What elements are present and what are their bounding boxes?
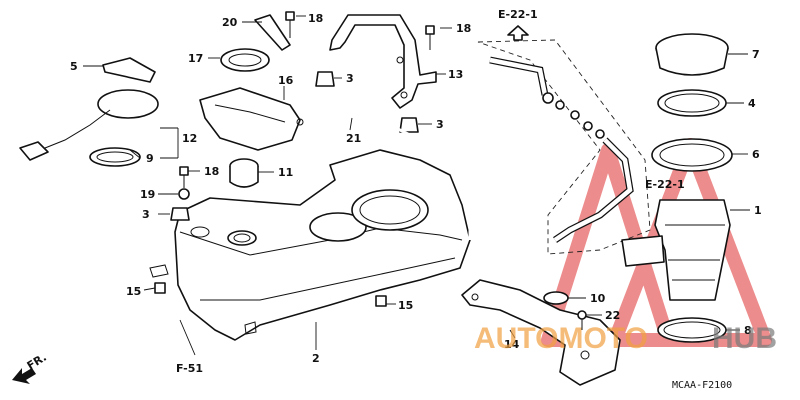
callout-12: 12	[182, 132, 197, 145]
reference-mid[interactable]: E-22-1	[645, 178, 685, 191]
callout-9: 9	[146, 152, 154, 165]
callout-20: 20	[222, 16, 238, 29]
callout-4: 4	[748, 97, 756, 110]
reference-top[interactable]: E-22-1	[498, 8, 538, 21]
fuel-hose	[489, 56, 634, 243]
reference-left[interactable]: F-51	[176, 362, 203, 375]
callout-14: 14	[504, 338, 520, 351]
leader-lines	[83, 15, 750, 356]
callout-16: 16	[278, 74, 294, 87]
diagram-code: MCAA-F2100	[672, 380, 732, 391]
pump-cover	[199, 87, 304, 151]
callout-18: 18	[308, 12, 323, 25]
callout-13: 13	[448, 68, 463, 81]
fuel-pump-assembly	[621, 33, 733, 343]
ring-seal	[220, 48, 270, 72]
callout-8: 8	[744, 324, 752, 337]
callout-2: 2	[312, 352, 320, 365]
callout-3: 3	[346, 72, 354, 85]
callout-21: 21	[346, 132, 361, 145]
watermark-text-gray: HUB	[712, 322, 777, 355]
callout-numbers: 20 18 18 17 5 16 3 13 12 9 21 3 18 11 19…	[70, 12, 762, 365]
reference-arrow	[507, 25, 529, 41]
callout-22: 22	[605, 309, 620, 322]
grommet	[315, 71, 335, 87]
watermark-text-orange: AUTOMOTO	[474, 322, 648, 355]
callout-19: 19	[140, 188, 155, 201]
callout-6: 6	[752, 148, 760, 161]
callout-15: 15	[398, 299, 413, 312]
front-marker: FR.	[25, 351, 49, 373]
callout-11: 11	[278, 166, 293, 179]
lower-bracket	[461, 279, 621, 386]
upper-bracket	[329, 14, 437, 109]
callout-3: 3	[436, 118, 444, 131]
callout-10: 10	[590, 292, 606, 305]
callout-7: 7	[752, 48, 760, 61]
callout-1: 1	[754, 204, 762, 217]
callout-17: 17	[188, 52, 203, 65]
callout-18: 18	[204, 165, 219, 178]
fuel-tank	[149, 149, 471, 341]
callout-18: 18	[456, 22, 471, 35]
watermark-text: AUTOMOTO HUB	[474, 322, 777, 355]
fuel-level-sender	[19, 57, 159, 167]
front-direction-arrow	[12, 368, 36, 384]
callout-5: 5	[70, 60, 78, 73]
filler-cap	[229, 158, 259, 188]
callout-15: 15	[126, 285, 141, 298]
clamp	[254, 14, 291, 51]
callout-3: 3	[142, 208, 150, 221]
